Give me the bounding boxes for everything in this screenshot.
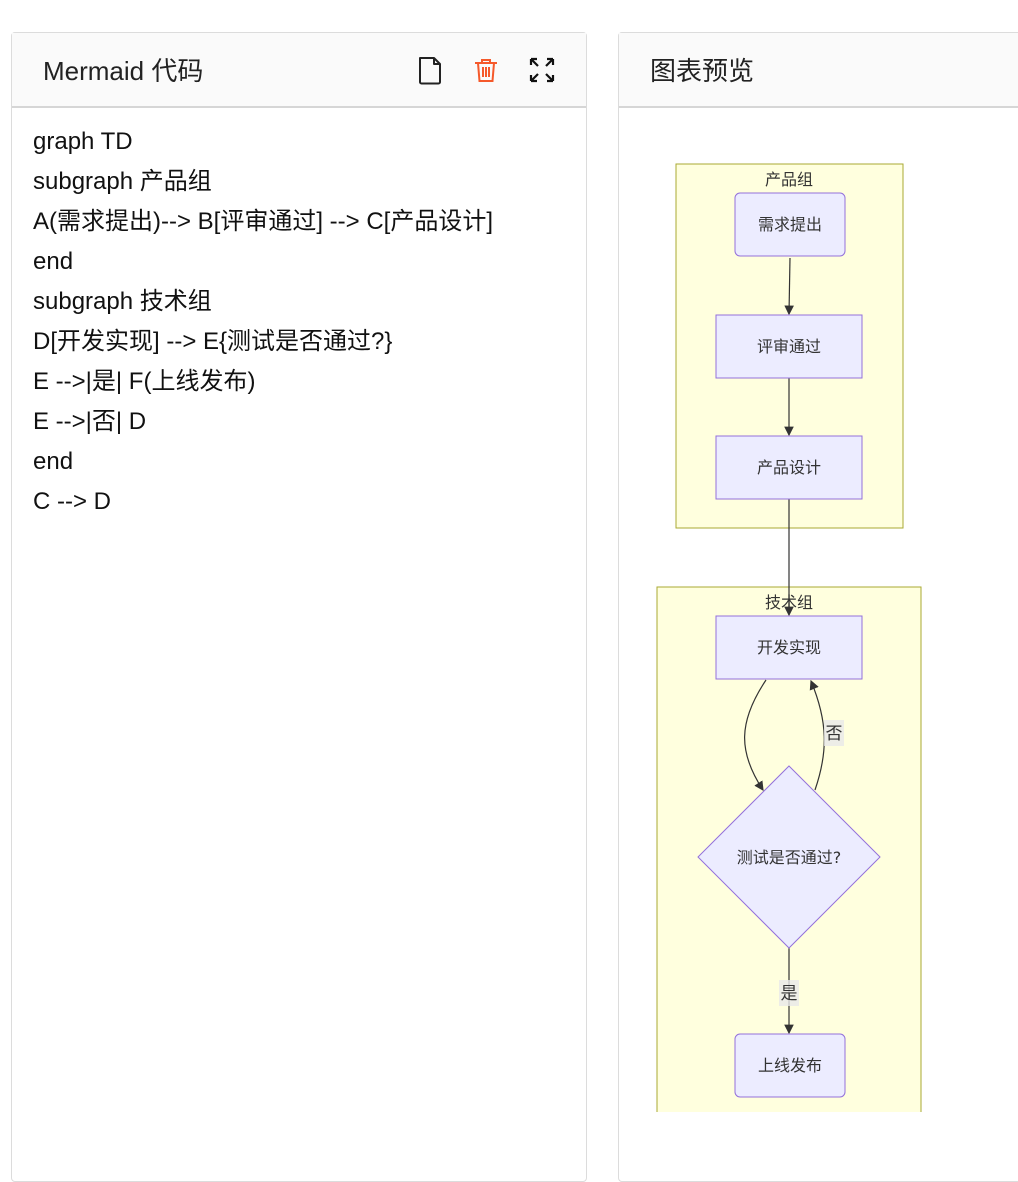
preview-header: 图表预览 [619, 33, 1018, 108]
editor-header: Mermaid 代码 [12, 33, 586, 108]
edge-label-no: 否 [826, 724, 843, 744]
fullscreen-icon[interactable] [528, 55, 556, 85]
editor-title: Mermaid 代码 [43, 56, 204, 86]
node-A[interactable] [734, 192, 846, 257]
editor-panel: Mermaid 代码 graph TD subgraph 产品组 A(需求提出)… [11, 32, 587, 1182]
preview-title: 图表预览 [650, 56, 755, 86]
node-C[interactable] [715, 435, 863, 500]
edge-label-yes: 是 [781, 984, 798, 1004]
node-D-label: 开发实现 [757, 638, 821, 657]
flowchart: 产品组 技术组 需求提出 评审通过 产品设计 开发实现 测试是否通过? 上线发布 [656, 163, 922, 1112]
node-F[interactable] [734, 1033, 846, 1098]
node-E[interactable] [697, 765, 881, 949]
preview-panel: 图表预览 产品组 技术组 需求提出 评审通过 产品设计 开发实现 [618, 32, 1018, 1182]
cluster-product-label: 产品组 [765, 170, 813, 189]
node-C-label: 产品设计 [757, 458, 821, 477]
node-B[interactable] [715, 314, 863, 379]
node-D[interactable] [715, 615, 863, 680]
trash-icon[interactable] [472, 55, 500, 85]
node-A-label: 需求提出 [758, 215, 822, 234]
node-F-label: 上线发布 [758, 1056, 822, 1075]
code-editor[interactable]: graph TD subgraph 产品组 A(需求提出)--> B[评审通过]… [33, 128, 494, 515]
node-B-label: 评审通过 [757, 337, 821, 356]
node-E-label: 测试是否通过? [737, 848, 842, 867]
new-file-icon[interactable] [416, 55, 444, 85]
